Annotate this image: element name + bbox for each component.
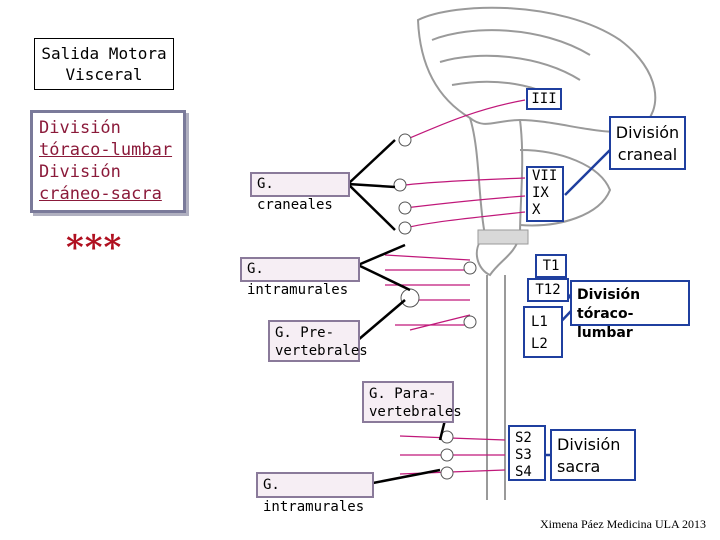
nerve-l2-text: L2	[531, 336, 548, 352]
ganglion-circles	[393, 133, 477, 480]
nerve-t12-text: T12	[535, 282, 561, 298]
nerve-ix-text: IX	[532, 185, 549, 201]
nerve-s3-text: S3	[515, 447, 532, 463]
division-craneal-line2: craneal	[617, 145, 678, 164]
ganglia-craneales-label: G. craneales	[250, 172, 350, 213]
ganglia-prevertebrales-label: G. Pre- vertebrales	[268, 320, 368, 362]
divisions-line3: División	[39, 162, 121, 182]
division-toraco-line2: tóraco-lumbar	[577, 306, 634, 341]
ganglia-para-line1: G. Para-	[369, 386, 437, 402]
nerve-iii-text: III	[531, 91, 557, 107]
division-toraco-label: División tóraco-lumbar	[570, 280, 690, 341]
hatched-band	[477, 229, 529, 245]
nerve-label-iii: III	[526, 88, 562, 110]
ganglia-pre-line1: G. Pre-	[275, 325, 335, 341]
nerve-label-t1: T1	[535, 254, 567, 278]
nerve-label-sacral: S2 S3 S4	[508, 425, 546, 481]
ganglia-intramurales-top-text: G. intramurales	[247, 261, 349, 298]
division-craneal-line1: División	[615, 123, 680, 142]
nerve-t1-text: T1	[542, 258, 560, 274]
divisions-line4: cráneo-sacra	[39, 184, 162, 204]
divisions-box: División tóraco-lumbar División cráneo-s…	[30, 110, 186, 213]
nerve-label-cranial-group: VII IX X	[526, 166, 564, 222]
title-line2: Visceral	[65, 65, 143, 84]
nerve-x-text: X	[532, 202, 541, 218]
asterisks: ***	[66, 228, 123, 268]
division-toraco-line1: División	[577, 287, 641, 303]
nerve-s2-text: S2	[515, 430, 532, 446]
division-sacra-line1: División	[557, 435, 621, 454]
brain-outline	[416, 6, 657, 500]
ganglia-intramurales-top-label: G. intramurales	[240, 257, 360, 298]
nerve-vii-text: VII	[532, 168, 558, 184]
ganglia-paravertebrales-label: G. Para- vertebrales	[362, 381, 462, 423]
divisions-line1: División	[39, 118, 121, 138]
nerve-label-t12: T12	[527, 278, 569, 302]
division-sacra-label: División sacra	[550, 429, 636, 481]
title-line1: Salida Motora	[41, 44, 167, 63]
nerve-label-lumbar: L1 L2	[523, 306, 563, 358]
ganglia-craneales-text: G. craneales	[257, 176, 333, 213]
nerve-s4-text: S4	[515, 464, 532, 480]
divisions-line2: tóraco-lumbar	[39, 140, 173, 160]
nerve-l1-text: L1	[531, 314, 548, 330]
ganglia-intramurales-bottom-label: G. intramurales	[256, 472, 374, 515]
ganglia-pre-line2: vertebrales	[275, 343, 368, 359]
pointer-lines	[347, 139, 447, 485]
ganglia-intramurales-bottom-text: G. intramurales	[263, 477, 365, 515]
title-box: Salida Motora Visceral	[34, 38, 174, 90]
division-sacra-line2: sacra	[557, 457, 601, 476]
credit-text: Ximena Páez Medicina ULA 2013	[540, 517, 706, 531]
division-craneal-label: División craneal	[609, 116, 686, 170]
ganglia-para-line2: vertebrales	[369, 404, 462, 420]
